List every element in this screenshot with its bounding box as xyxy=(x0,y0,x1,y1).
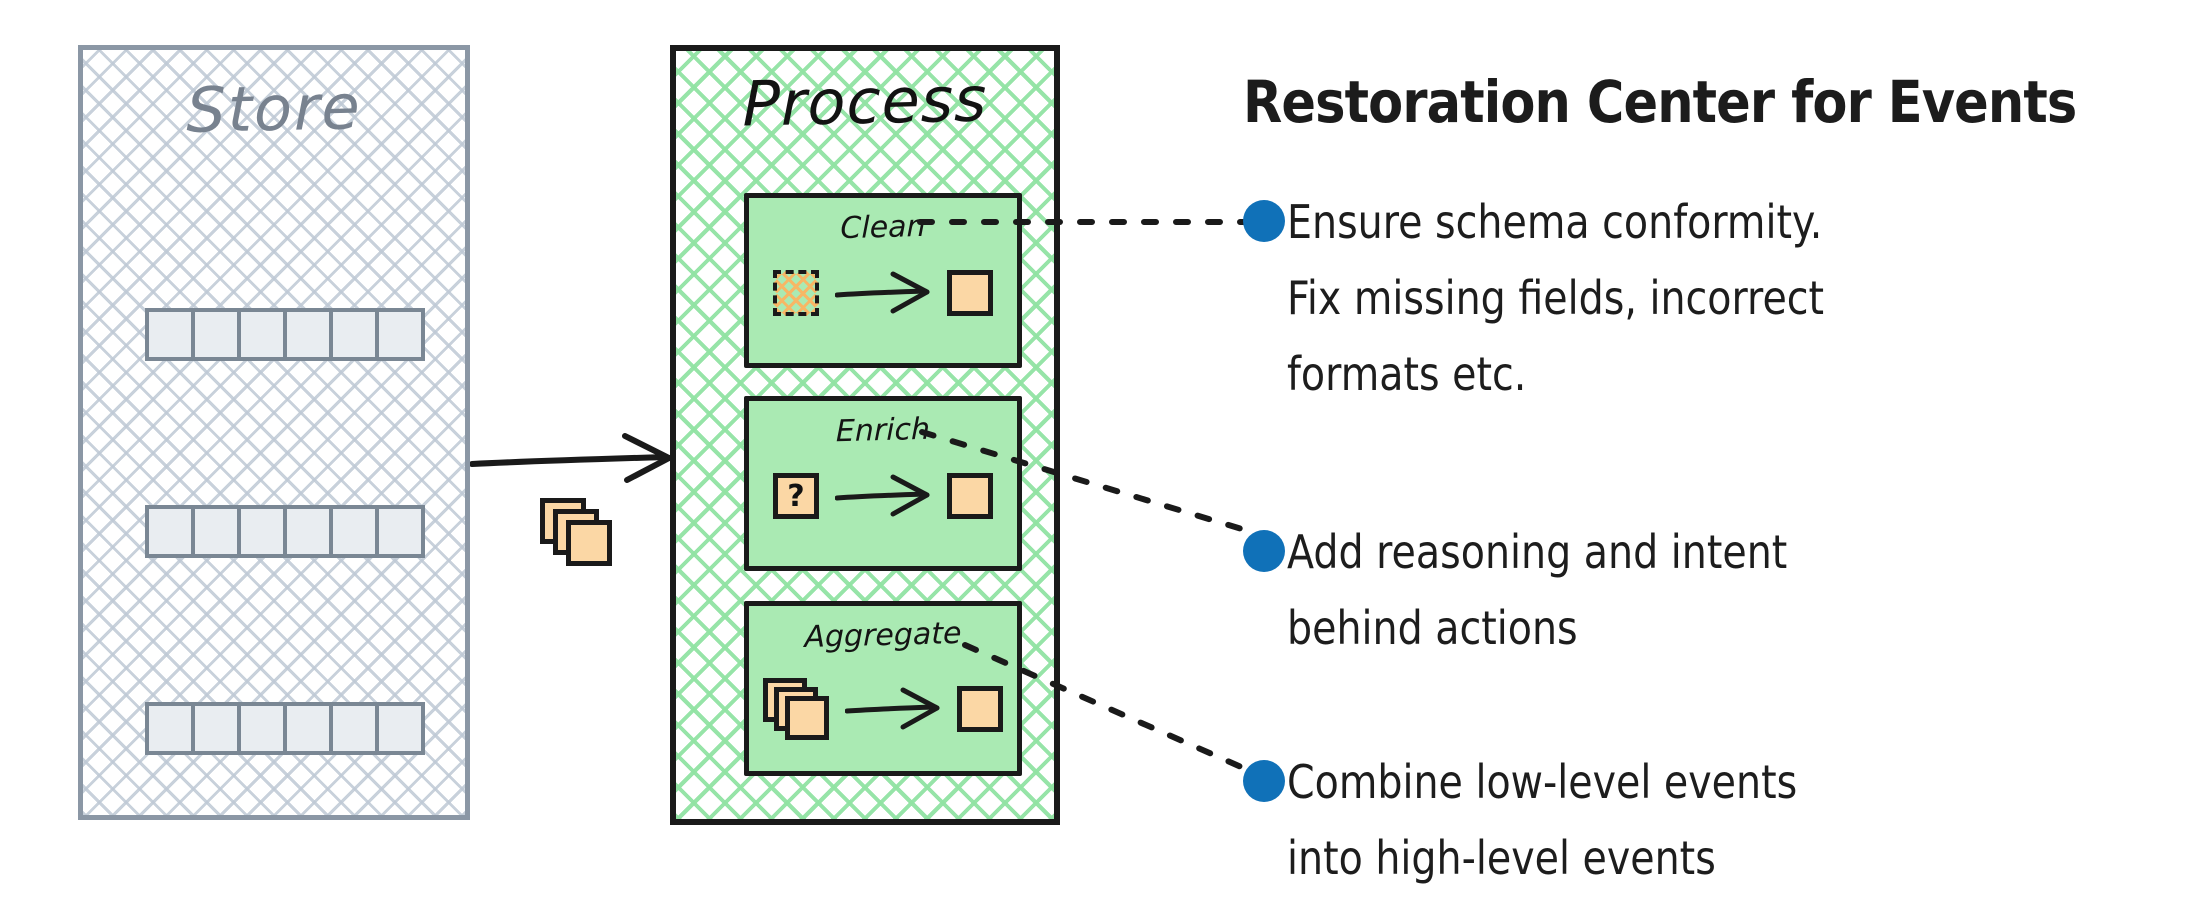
bullet-text: Add reasoning and intent behind actions xyxy=(1287,525,1788,655)
bullet-dot-icon xyxy=(1243,200,1285,242)
store-cell xyxy=(333,706,375,751)
store-cell xyxy=(241,312,283,357)
transform-arrow-icon xyxy=(835,271,930,314)
store-cell xyxy=(195,509,237,554)
store-row xyxy=(145,702,425,755)
store-title: Store xyxy=(186,70,362,147)
process-stage-enrich[interactable]: Enrich ? xyxy=(744,396,1022,571)
store-to-process-arrow-icon xyxy=(470,433,672,483)
list-item: Combine low-level events into high-level… xyxy=(1243,752,2187,896)
store-cell xyxy=(149,706,191,751)
list-item: Add reasoning and intent behind actions xyxy=(1243,522,2187,666)
bullet-dot-icon xyxy=(1243,760,1285,802)
transform-arrow-icon xyxy=(845,687,940,730)
store-cell xyxy=(379,509,421,554)
stage-body xyxy=(749,678,1017,740)
bullet-text: Combine low-level events into high-level… xyxy=(1287,755,1798,885)
panel-header: Restoration Center for Events xyxy=(1243,68,2153,136)
process-stage-clean[interactable]: Clean xyxy=(744,193,1022,368)
bullet-dot-icon xyxy=(1243,530,1285,572)
stage-label: Aggregate xyxy=(804,615,962,656)
process-stage-aggregate[interactable]: Aggregate xyxy=(744,601,1022,776)
store-cell xyxy=(333,312,375,357)
list-item: Ensure schema conformity. Fix missing fi… xyxy=(1243,192,2187,412)
store-cell xyxy=(287,312,329,357)
transform-arrow-icon xyxy=(835,474,930,517)
question-square-icon: ? xyxy=(773,473,819,519)
stage-body xyxy=(749,270,1017,316)
bullet-text: Ensure schema conformity. Fix missing fi… xyxy=(1287,195,1825,401)
store-cell xyxy=(241,509,283,554)
store-container: Store xyxy=(78,45,470,820)
store-cell xyxy=(241,706,283,751)
stage-label: Enrich xyxy=(835,411,931,450)
store-row xyxy=(145,505,425,558)
store-cell xyxy=(149,312,191,357)
store-row xyxy=(145,308,425,361)
stacked-events-icon xyxy=(540,498,616,568)
store-cell xyxy=(149,509,191,554)
orange-square-icon xyxy=(957,686,1003,732)
process-title: Process xyxy=(742,62,988,141)
page-title: Restoration Center for Events xyxy=(1243,68,2077,136)
stacked-squares-icon xyxy=(763,678,829,740)
store-cell xyxy=(195,706,237,751)
process-container: Process Clean Enrich ? xyxy=(670,45,1060,825)
hatched-square-icon xyxy=(773,270,819,316)
orange-square-icon xyxy=(947,270,993,316)
orange-square-icon xyxy=(947,473,993,519)
store-cell xyxy=(333,509,375,554)
store-cell xyxy=(379,312,421,357)
store-cell xyxy=(195,312,237,357)
store-cell xyxy=(287,509,329,554)
event-card xyxy=(566,520,612,566)
stage-label: Clean xyxy=(840,208,926,247)
event-card xyxy=(785,696,829,740)
stage-body: ? xyxy=(749,473,1017,519)
store-cell xyxy=(379,706,421,751)
store-cell xyxy=(287,706,329,751)
